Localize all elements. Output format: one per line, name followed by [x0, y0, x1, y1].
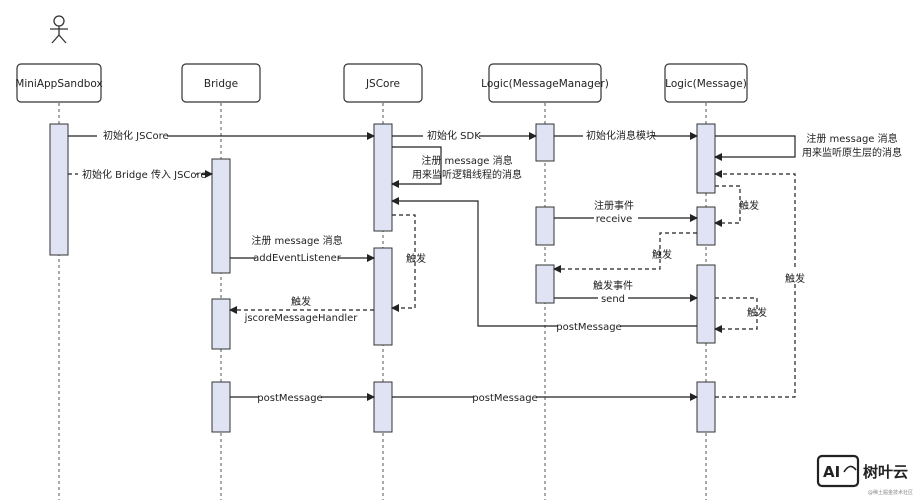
participant-mm: Logic(MessageManager) — [481, 63, 609, 103]
trigger-msg-loop — [714, 170, 796, 398]
label-jscore-register-2: 用来监听逻辑线程的消息 — [412, 168, 522, 181]
label-jscore-post: postMessage — [472, 393, 537, 404]
svg-text:Logic(MessageManager): Logic(MessageManager) — [481, 78, 609, 90]
watermark-name: 树叶云 — [863, 463, 908, 481]
label-msg-register-1: 注册 message 消息 — [806, 132, 897, 145]
activation-bar — [696, 381, 716, 433]
label-register-event: 注册事件 — [594, 199, 634, 212]
label-register-jscore: 注册 message 消息 — [251, 234, 342, 247]
label-post-to-jscore: postMessage — [556, 322, 621, 333]
activation-bar — [696, 206, 716, 246]
label-jscore-message-handler: jscoreMessageHandler — [244, 313, 359, 324]
label-init-bridge: 初始化 Bridge 传入 JSCore — [82, 168, 207, 181]
label-trigger-event: 触发事件 — [593, 279, 633, 292]
activation-bar — [696, 264, 716, 344]
label-jscore-register-1: 注册 message 消息 — [421, 154, 512, 167]
activation-bar — [373, 247, 393, 346]
watermark-sub: @稀土掘金技术社区 — [868, 489, 913, 496]
message-jscore-register-loop — [391, 146, 442, 188]
label-trigger-5: 触发 — [291, 295, 311, 308]
trigger-msg-self-2 — [714, 297, 758, 333]
label-trigger-4: 触发 — [747, 306, 767, 319]
activation-bar — [211, 158, 231, 274]
label-trigger-3: 触发 — [406, 252, 426, 265]
trigger-msg-to-mm — [553, 232, 697, 273]
watermark-logo: AI — [816, 454, 860, 488]
label-init-jscore: 初始化 JSCore — [103, 129, 169, 142]
label-msg-register-2: 用来监听原生层的消息 — [802, 146, 902, 159]
participant-sandbox: MiniAppSandbox — [15, 63, 103, 103]
label-bridge-post: postMessage — [257, 393, 322, 404]
svg-text:JSCore: JSCore — [365, 78, 400, 90]
message-msg-register-loop — [714, 135, 796, 161]
participant-msg: Logic(Message) — [664, 63, 748, 103]
label-trigger-6: 触发 — [785, 272, 805, 285]
actor-icon — [50, 15, 68, 44]
trigger-msg-self-1 — [714, 185, 741, 227]
activation-bar — [535, 206, 555, 246]
svg-text:AI: AI — [823, 463, 840, 481]
activation-bar — [696, 123, 716, 194]
label-send: send — [601, 294, 625, 305]
label-init-sdk: 初始化 SDK — [427, 129, 481, 142]
activation-bar — [535, 264, 555, 304]
participant-jscore: JSCore — [343, 63, 423, 103]
label-init-module: 初始化消息模块 — [586, 129, 656, 142]
svg-text:MiniAppSandbox: MiniAppSandbox — [15, 78, 102, 90]
svg-text:Bridge: Bridge — [204, 78, 238, 90]
label-trigger-1: 触发 — [739, 199, 759, 212]
activation-bar — [211, 381, 231, 433]
participant-bridge: Bridge — [181, 63, 261, 103]
activation-bar — [373, 123, 393, 232]
svg-text:Logic(Message): Logic(Message) — [665, 78, 747, 90]
trigger-jscore-self — [391, 214, 416, 312]
label-add-event-listener: addEventListener — [253, 253, 342, 264]
watermark: AI 树叶云 @稀土掘金技术社区 — [816, 454, 913, 496]
label-trigger-2: 触发 — [652, 248, 672, 261]
activation-bar — [373, 381, 393, 433]
label-receive: receive — [596, 214, 633, 225]
activation-bar — [211, 298, 231, 350]
activation-bar — [535, 123, 555, 162]
activation-bar — [49, 123, 69, 256]
